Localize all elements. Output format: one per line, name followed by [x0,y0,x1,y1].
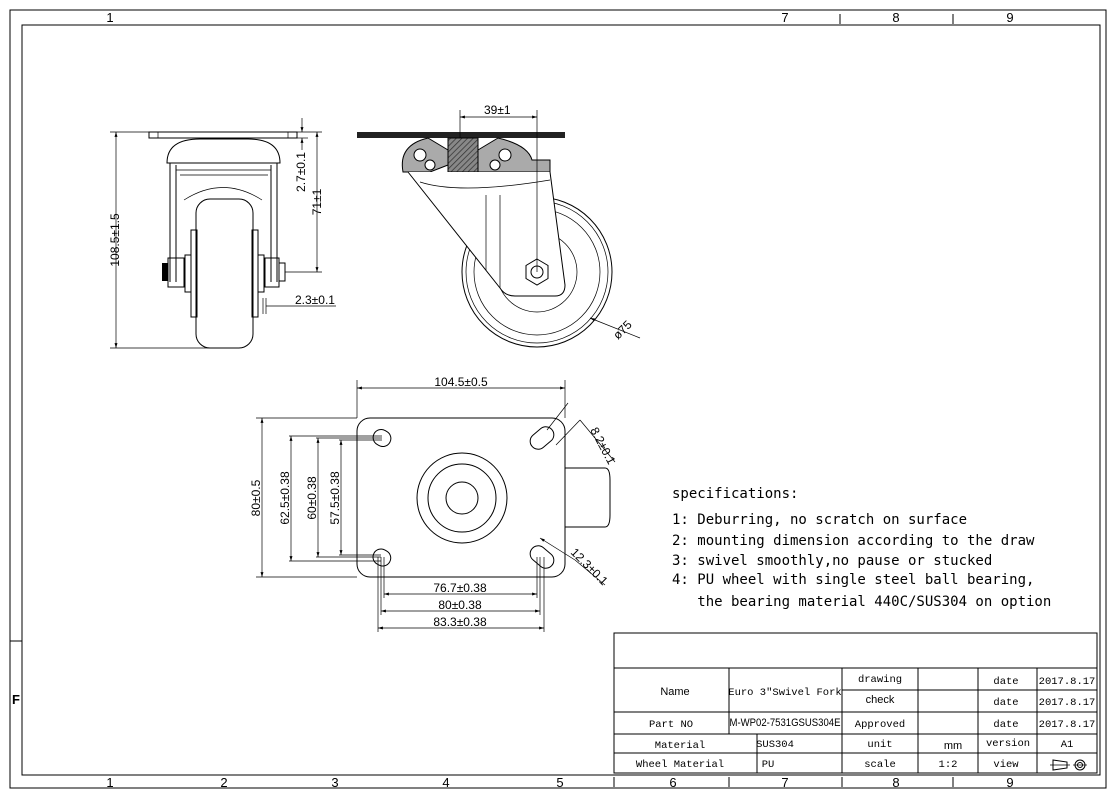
frame-col-bottom: 1 [106,775,113,790]
dim-axle-height: 71±1 [310,188,324,215]
date-label: date [993,697,1018,709]
dim-slot-diag: 12.3±0.1 [568,545,611,588]
frame-col-top: 9 [1006,10,1013,25]
frame-col-bottom: 9 [1006,775,1013,790]
date-label: date [993,719,1018,731]
bottom-view: 104.5±0.5 80±0.5 62.5±0.38 60±0.38 57.5±… [249,375,619,632]
wheel-material-label: Wheel Material [636,759,724,771]
frame-col-bottom: 6 [669,775,676,790]
dim-hole-span-1: 62.5±0.38 [278,471,292,525]
specifications-title: specifications: [672,486,798,502]
version-value: A1 [1061,739,1074,751]
part-label: Part NO [649,719,693,731]
date-value: 2017.8.17 [1039,697,1096,709]
scale-value: 1:2 [939,759,958,771]
frame-col-bottom: 3 [331,775,338,790]
frame-col-bottom: 8 [892,775,899,790]
spec-item: the bearing material 440C/SUS304 on opti… [672,594,1051,610]
part-value: M-WP02-7531GSUS304E [730,717,841,729]
material-value: SUS304 [756,739,794,751]
unit-value: mm [944,740,962,752]
front-view: 108.5±1.5 2.7±0.1 71±1 2.3±0.1 [108,118,336,349]
drawing-label: drawing [858,674,902,686]
wheel-material-value: PU [762,759,775,771]
dim-plate-offset: 2.7±0.1 [294,152,308,192]
unit-label: unit [867,739,892,751]
view-label: view [993,759,1019,771]
dim-hole-span-2: 60±0.38 [305,476,319,520]
scale-label: scale [864,759,896,771]
dim-slot-length: 8.2±0.1 [587,425,618,467]
version-label: version [986,738,1030,750]
frame-col-bottom: 4 [442,775,449,790]
dim-swivel-offset: 39±1 [484,103,511,117]
name-value: Euro 3"Swivel Fork [728,687,841,699]
date-label: date [993,676,1018,688]
frame-row-letter: F [12,692,20,707]
dim-leg-thickness: 2.3±0.1 [295,293,335,307]
dim-hole-width-2: 80±0.38 [438,598,482,612]
side-view: 39±1 ø75 [357,103,641,348]
frame-col-top: 1 [106,10,113,25]
date-value: 2017.8.17 [1039,719,1096,731]
first-angle-projection-icon [1050,759,1087,771]
frame-col-top: 8 [892,10,899,25]
frame-col-bottom: 7 [781,775,788,790]
material-label: Material [655,740,705,752]
check-label: check [866,694,895,706]
dim-hole-width-1: 76.7±0.38 [433,581,487,595]
drawing-frame: 1 7 8 9 1 2 3 4 5 6 7 8 9 F [9,9,1107,790]
dim-hole-width-3: 83.3±0.38 [433,615,487,629]
date-value: 2017.8.17 [1039,676,1096,688]
name-label: Name [660,686,689,698]
spec-item: 4: PU wheel with single steel ball beari… [672,572,1034,588]
spec-item: 1: Deburring, no scratch on surface [672,512,967,528]
dim-overall-height: 108.5±1.5 [108,213,122,267]
spec-item: 3: swivel smoothly,no pause or stucked [672,553,992,569]
frame-col-bottom: 5 [556,775,563,790]
dim-plate-length: 80±0.5 [249,479,263,516]
dim-hole-span-3: 57.5±0.38 [328,471,342,525]
title-block: Name Euro 3"Swivel Fork Part NO M-WP02-7… [613,632,1098,774]
dim-wheel-diameter: ø75 [610,317,635,342]
approved-label: Approved [855,719,905,731]
frame-col-bottom: 2 [220,775,227,790]
spec-item: 2: mounting dimension according to the d… [672,533,1035,549]
dim-plate-width: 104.5±0.5 [434,375,488,389]
specifications: specifications: 1: Deburring, no scratch… [672,486,1051,610]
frame-col-top: 7 [781,10,788,25]
